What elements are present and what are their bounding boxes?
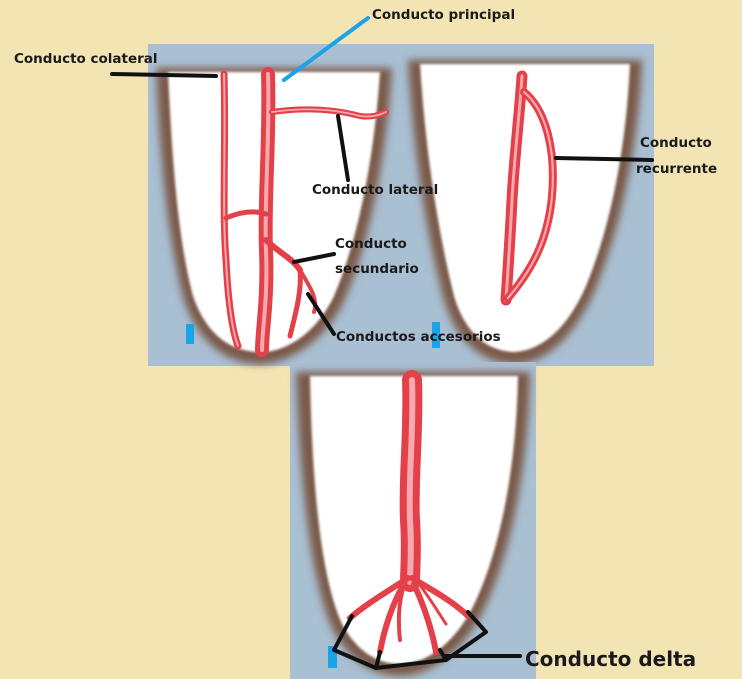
label-principal: Conducto principal — [372, 7, 515, 24]
panel-delta-canal — [290, 362, 536, 679]
recurrente-pointer — [556, 158, 652, 160]
label-colateral: Conducto colateral — [14, 51, 158, 68]
label-secundario-line2: secundario — [335, 261, 419, 278]
panel-recurrent-canal — [404, 44, 654, 366]
label-secundario-line1: Conducto — [335, 236, 407, 253]
colateral-pointer — [112, 74, 216, 76]
label-lateral: Conducto lateral — [312, 182, 438, 199]
label-delta: Conducto delta — [525, 648, 696, 670]
label-recurrente-line1: Conducto — [640, 135, 712, 152]
blue-marker — [186, 324, 194, 344]
panel-lateral-canals — [148, 44, 410, 366]
label-recurrente-line2: recurrente — [636, 161, 717, 178]
label-accesorios: Conductos accesorios — [336, 329, 501, 346]
